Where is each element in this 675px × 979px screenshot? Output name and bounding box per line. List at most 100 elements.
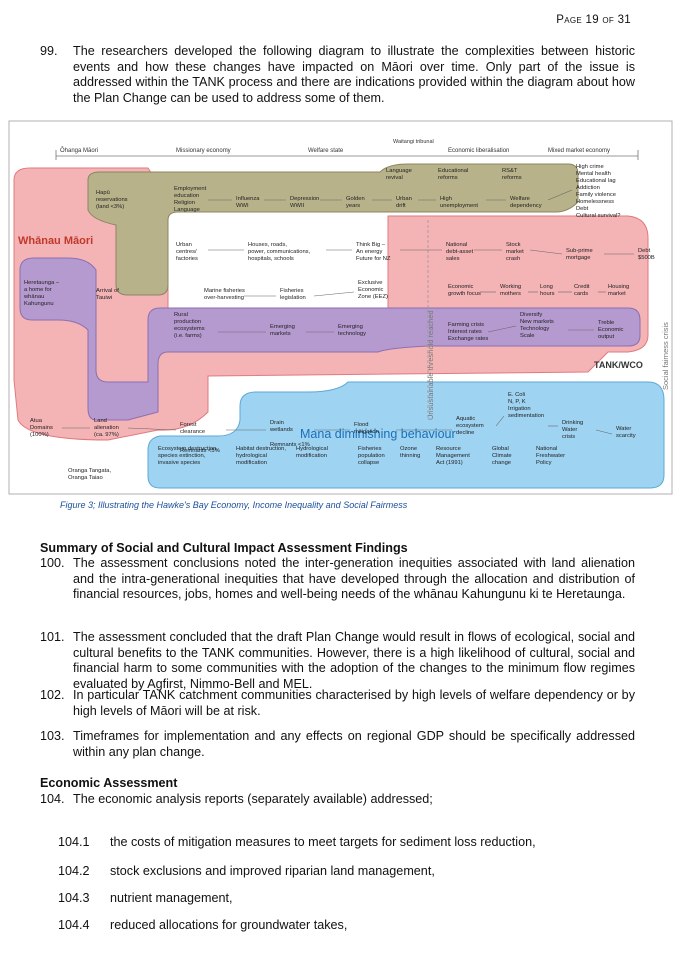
diagram-node-line: Hydrological bbox=[296, 446, 328, 452]
diagram-node-line: Management bbox=[436, 453, 470, 459]
diagram-node-houses: Houses, roads,power, communications,hosp… bbox=[248, 242, 311, 262]
diagram-arrow bbox=[529, 249, 563, 255]
diagram-node-line: Educational bbox=[438, 168, 468, 174]
diagram-node-line: centres/ bbox=[176, 249, 197, 255]
diagram-node-line: Stock bbox=[506, 242, 521, 248]
diagram-node-line: factories bbox=[176, 256, 198, 262]
diagram-node-line: population bbox=[358, 453, 385, 459]
diagram-node-line: mortgage bbox=[566, 255, 591, 261]
diagram-node-line: thinning bbox=[400, 453, 420, 459]
diagram-node-line: hospitals, schools bbox=[248, 256, 294, 262]
diagram-node-line: E. Coli bbox=[508, 392, 525, 398]
timeline-label: Economic liberalisation bbox=[448, 148, 509, 154]
diagram-node-line: scarcity bbox=[616, 433, 636, 439]
paragraph-text: The assessment concluded that the draft … bbox=[73, 630, 635, 691]
diagram-node-line: invasive species bbox=[158, 460, 200, 466]
paragraph-number: 103. bbox=[40, 729, 65, 743]
diagram-node-line: alienation bbox=[94, 425, 119, 431]
diagram-node-line: reforms bbox=[502, 175, 522, 181]
diagram-node-line: whānau bbox=[23, 294, 44, 300]
diagram-node-line: market bbox=[506, 249, 524, 255]
diagram-node-line: Influenza bbox=[236, 196, 260, 202]
diagram-node-line: over-harvesting bbox=[204, 295, 244, 301]
diagram-node-line: growth focus bbox=[448, 291, 481, 297]
diagram-node-line: Debt bbox=[638, 248, 651, 254]
diagram-node-line: production bbox=[174, 319, 201, 325]
summary-heading: Summary of Social and Cultural Impact As… bbox=[40, 541, 408, 555]
diagram-node-line: revival bbox=[386, 175, 403, 181]
diagram-node-line: Oranga Taiao bbox=[68, 475, 103, 481]
diagram-node-line: decline bbox=[456, 430, 474, 436]
diagram-arrow bbox=[595, 429, 613, 435]
list-item-text: nutrient management, bbox=[110, 891, 233, 905]
diagram-node-line: Flood bbox=[354, 422, 369, 428]
paragraph-text: The economic analysis reports (separatel… bbox=[73, 792, 433, 806]
diagram-node-line: legislation bbox=[280, 295, 306, 301]
diagram-node-line: power, communications, bbox=[248, 249, 311, 255]
diagram-node-line: Land bbox=[94, 418, 107, 424]
diagram-node-line: markets bbox=[270, 331, 291, 337]
paragraph-99: 99. The researchers developed the follow… bbox=[40, 44, 635, 106]
diagram-node-line: Interest rates bbox=[448, 329, 482, 335]
diagram-node-line: Scale bbox=[520, 333, 535, 339]
list-item-number: 104.3 bbox=[58, 891, 90, 905]
diagram-node-line: modification bbox=[236, 460, 267, 466]
diagram-node-line: Welfare bbox=[510, 196, 530, 202]
diagram-node-line: hydrological bbox=[236, 453, 267, 459]
diagram-node-line: technology bbox=[338, 331, 366, 337]
diagram-node-line: Mental health bbox=[576, 171, 611, 177]
diagram-node-line: Resource bbox=[436, 446, 461, 452]
diagram-node-line: (ca. 97%) bbox=[94, 432, 119, 438]
diagram-node-line: reforms bbox=[438, 175, 458, 181]
diagram-node-line: N, P, K bbox=[508, 399, 526, 405]
list-item-text: the costs of mitigation measures to meet… bbox=[110, 835, 536, 849]
diagram-node-line: Arrival of bbox=[96, 288, 119, 294]
diagram-node-line: WWI bbox=[236, 203, 249, 209]
paragraph-number: 99. bbox=[40, 44, 58, 58]
paragraph-100: 100. The assessment conclusions noted th… bbox=[40, 556, 635, 603]
paragraph-text: In particular TANK catchment communities… bbox=[73, 688, 635, 718]
paragraph-101: 101. The assessment concluded that the d… bbox=[40, 630, 635, 692]
economy-band bbox=[87, 163, 579, 296]
diagram-node-line: Cultural survival? bbox=[576, 213, 621, 219]
diagram-node-line: mitigation bbox=[354, 429, 379, 435]
diagram-node-line: Drinking bbox=[562, 420, 583, 426]
diagram-node-line: Exclusive bbox=[358, 280, 382, 286]
paragraph-number: 101. bbox=[40, 630, 65, 644]
diagram-node-line: output bbox=[598, 334, 615, 340]
diagram-node-oranga: Oranga Tangata,Oranga Taiao bbox=[68, 468, 111, 481]
diagram-node-line: Forest bbox=[180, 422, 197, 428]
diagram-node-line: reservations bbox=[96, 197, 128, 203]
diagram-arrow bbox=[495, 415, 505, 427]
diagram-node-line: Housing bbox=[608, 284, 629, 290]
tank-wco-label: TANK/WCO bbox=[594, 360, 643, 370]
diagram-node-line: Depression bbox=[290, 196, 319, 202]
list-item-number: 104.4 bbox=[58, 918, 90, 932]
diagram-node-line: (land <3%) bbox=[96, 204, 124, 210]
diagram-node-line: Emerging bbox=[270, 324, 295, 330]
